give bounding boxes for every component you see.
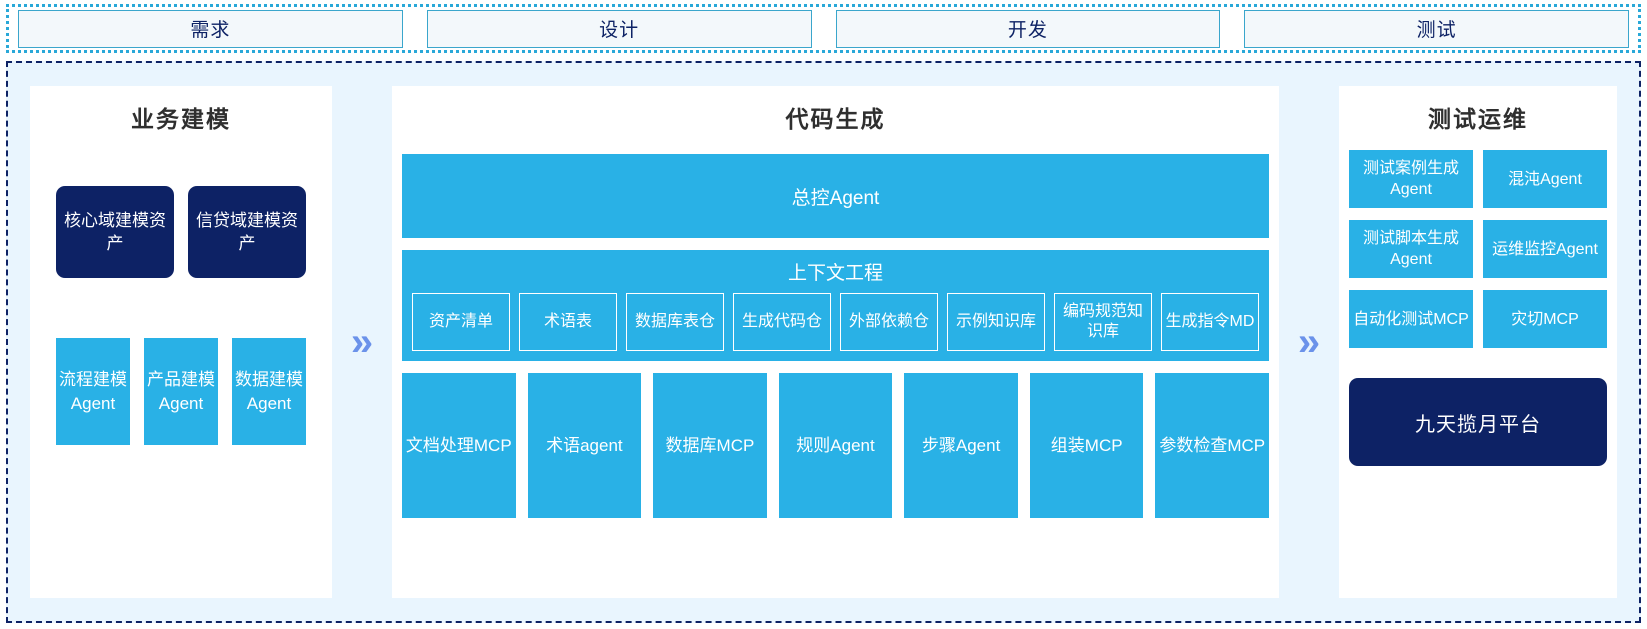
- context-item-generated-code-repo[interactable]: 生成代码仓: [733, 293, 831, 351]
- context-engineering-title: 上下文工程: [787, 263, 883, 284]
- context-item-list: 资产清单 术语表 数据库表仓 生成代码仓 外部依赖仓 示例知识库 编码规范知识库…: [402, 293, 1269, 351]
- agent-product-modeling[interactable]: 产品建模Agent: [144, 338, 218, 445]
- tool-automated-test-mcp[interactable]: 自动化测试MCP: [1349, 290, 1473, 348]
- asset-core-domain[interactable]: 核心域建模资产: [56, 186, 174, 278]
- context-item-external-dependency-repo[interactable]: 外部依赖仓: [840, 293, 938, 351]
- tool-assembly-mcp[interactable]: 组装MCP: [1029, 373, 1144, 518]
- agent-data-modeling[interactable]: 数据建模Agent: [232, 338, 306, 445]
- context-item-db-table-repo[interactable]: 数据库表仓: [626, 293, 724, 351]
- business-modeler-row: 流程建模Agent 产品建模Agent 数据建模Agent: [56, 338, 306, 445]
- architecture-main-band: 业务建模 核心域建模资产 信贷域建模资产 流程建模Agent 产品建模Agent…: [6, 61, 1641, 623]
- stage-testing[interactable]: 测试: [1244, 9, 1629, 48]
- test-operations-grid: 测试案例生成Agent 混沌Agent 测试脚本生成Agent 运维监控Agen…: [1349, 150, 1607, 348]
- double-chevron-right-icon: »: [1297, 320, 1321, 364]
- asset-credit-domain[interactable]: 信贷域建模资产: [188, 186, 306, 278]
- lifecycle-stage-band: 需求 设计 开发 测试: [6, 4, 1641, 53]
- agent-process-modeling[interactable]: 流程建模Agent: [56, 338, 130, 445]
- tool-database-mcp[interactable]: 数据库MCP: [653, 373, 767, 518]
- tool-document-processing-mcp[interactable]: 文档处理MCP: [402, 373, 516, 518]
- tool-glossary-agent[interactable]: 术语agent: [527, 373, 642, 518]
- context-item-generation-instruction-md[interactable]: 生成指令MD: [1161, 293, 1259, 351]
- panel-test-operations: 测试运维 测试案例生成Agent 混沌Agent 测试脚本生成Agent 运维监…: [1339, 86, 1617, 598]
- panel-title-code-generation: 代码生成: [785, 106, 886, 132]
- tool-disaster-switch-mcp[interactable]: 灾切MCP: [1483, 290, 1607, 348]
- agent-test-script-generation[interactable]: 测试脚本生成Agent: [1349, 220, 1473, 278]
- context-item-asset-inventory[interactable]: 资产清单: [412, 293, 510, 351]
- business-asset-row: 核心域建模资产 信贷域建模资产: [56, 186, 306, 278]
- context-item-example-knowledge-base[interactable]: 示例知识库: [947, 293, 1045, 351]
- panel-title-business-modeling: 业务建模: [131, 106, 231, 132]
- panel-title-test-operations: 测试运维: [1428, 106, 1528, 132]
- context-engineering-block: 上下文工程 资产清单 术语表 数据库表仓 生成代码仓 外部依赖仓 示例知识库 编…: [402, 250, 1269, 361]
- context-item-coding-standard-knowledge-base[interactable]: 编码规范知识库: [1054, 293, 1152, 351]
- tool-rule-agent[interactable]: 规则Agent: [778, 373, 893, 518]
- master-control-agent[interactable]: 总控Agent: [402, 154, 1269, 238]
- context-item-glossary[interactable]: 术语表: [519, 293, 617, 351]
- tool-step-agent[interactable]: 步骤Agent: [904, 373, 1018, 518]
- code-generation-tool-row: 文档处理MCP 术语agent 数据库MCP 规则Agent 步骤Agent 组…: [402, 373, 1270, 518]
- stage-requirements[interactable]: 需求: [18, 9, 403, 48]
- double-chevron-right-icon: »: [350, 320, 374, 364]
- stage-design[interactable]: 设计: [426, 9, 812, 48]
- agent-chaos[interactable]: 混沌Agent: [1483, 150, 1607, 208]
- agent-ops-monitoring[interactable]: 运维监控Agent: [1483, 220, 1607, 278]
- tool-parameter-check-mcp[interactable]: 参数检查MCP: [1155, 373, 1270, 518]
- agent-test-case-generation[interactable]: 测试案例生成Agent: [1349, 150, 1473, 208]
- panel-business-modeling: 业务建模 核心域建模资产 信贷域建模资产 流程建模Agent 产品建模Agent…: [30, 86, 332, 598]
- platform-jiutian-lanyue[interactable]: 九天揽月平台: [1349, 378, 1607, 466]
- panel-code-generation: 代码生成 总控Agent 上下文工程 资产清单 术语表 数据库表仓 生成代码仓 …: [392, 86, 1279, 598]
- stage-development[interactable]: 开发: [835, 9, 1221, 48]
